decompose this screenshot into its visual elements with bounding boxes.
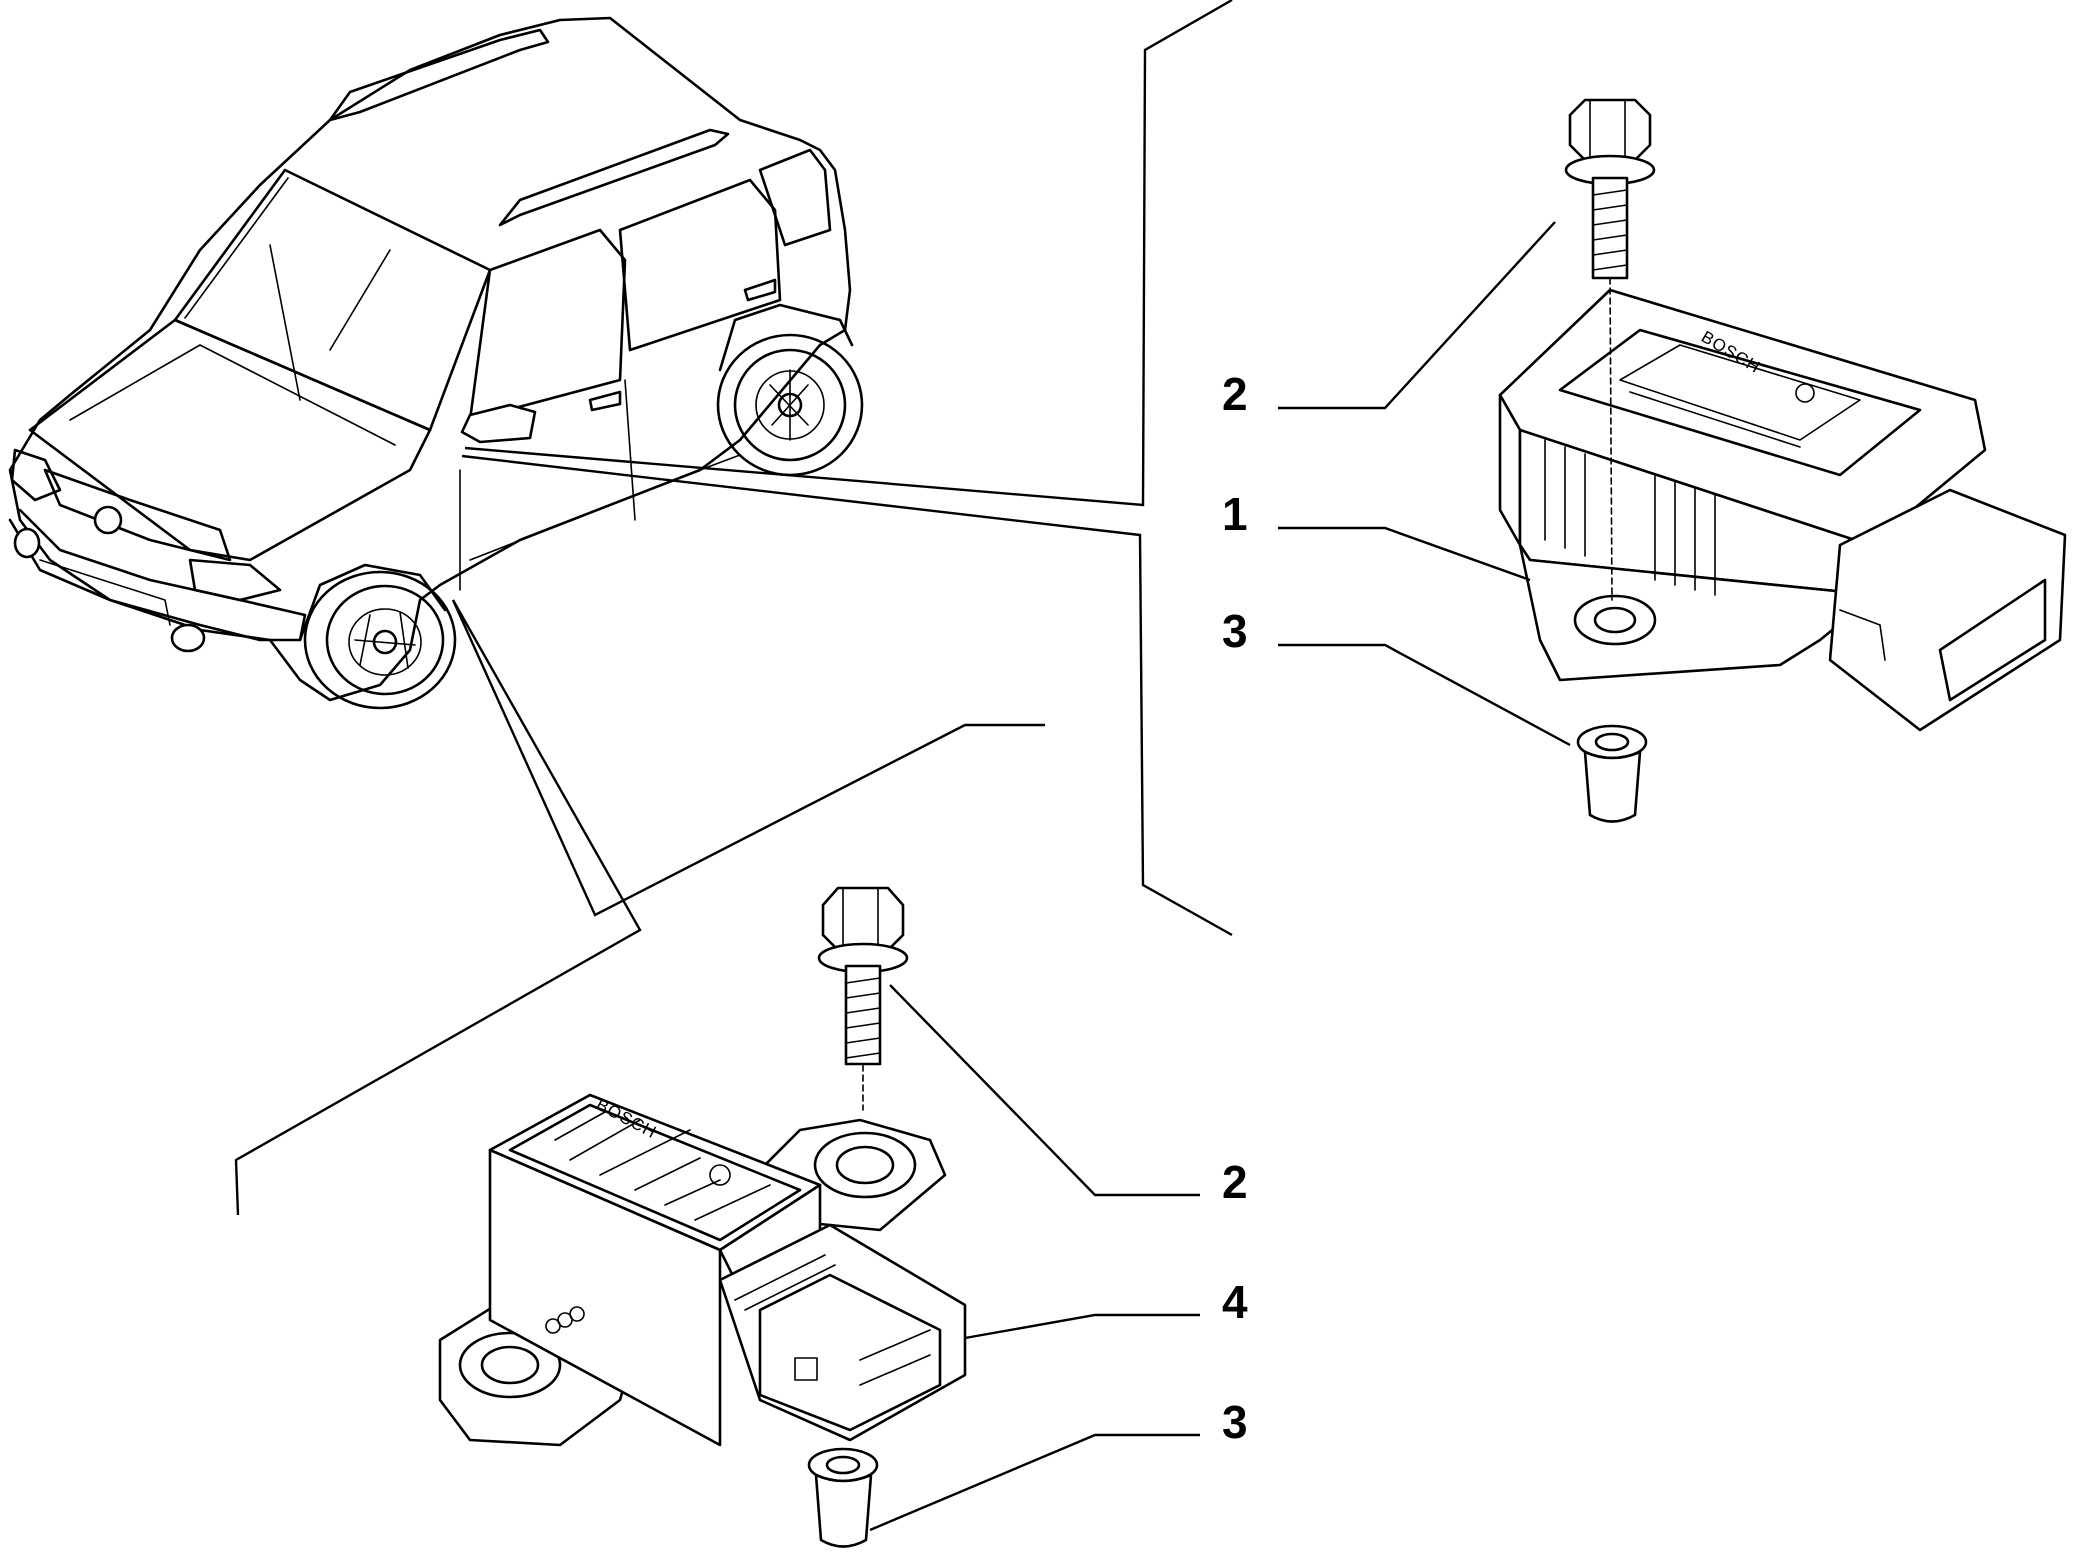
lower-sensor-assembly: BOSCH [438,886,967,1548]
callout-upper-bolt: 2 [1222,368,1248,420]
vehicle-illustration [8,16,864,710]
callout-upper-nut: 3 [1222,605,1248,657]
lower-callout-leaders [869,984,1200,1532]
upper-nut [1576,724,1648,823]
upper-callout-leaders [1278,221,1571,747]
callout-lower-nut: 3 [1222,1396,1248,1448]
location-leader-lines [234,0,1233,1216]
lower-sensor: BOSCH [438,1093,967,1447]
lower-nut [807,1447,879,1548]
callout-lower-sensor: 4 [1222,1276,1248,1328]
upper-sensor: BOSCH [1498,288,2067,732]
lower-bolt [817,886,909,1066]
callout-upper-sensor: 1 [1222,488,1248,540]
upper-sensor-assembly: BOSCH [1498,98,2067,823]
callout-lower-bolt: 2 [1222,1156,1248,1208]
upper-bolt [1564,98,1656,280]
